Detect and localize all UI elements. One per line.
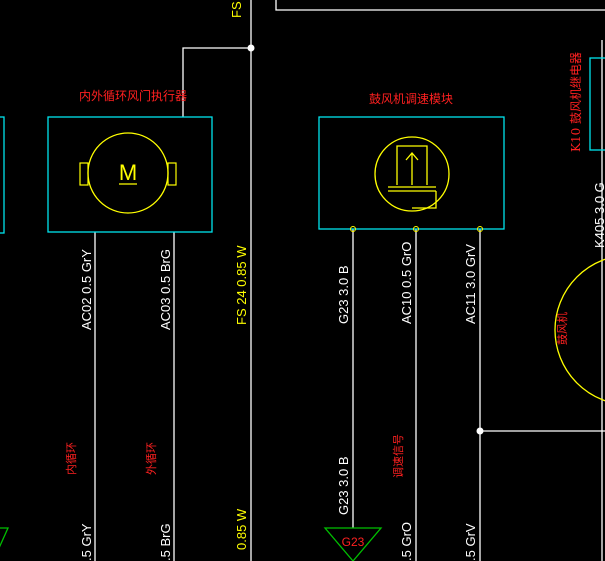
label-ac02: AC02 0.5 GrY — [79, 249, 94, 330]
transistor-icon — [388, 145, 437, 209]
label-lower-grv: .5 GrV — [463, 523, 478, 561]
label-lower-gry: .5 GrY — [79, 523, 94, 561]
junction-ac11 — [476, 427, 484, 435]
motor-tab-left — [79, 162, 89, 186]
label-fs-top: FS — [229, 1, 244, 18]
blower-speed-label: 鼓风机调速模块 — [369, 92, 453, 106]
blower-speed-box — [318, 116, 505, 230]
junction-fs — [247, 44, 255, 52]
signal-inner-circ: 内循环 — [64, 442, 78, 475]
wire-lines — [94, 0, 605, 561]
label-k405: K405 3.0 G — [592, 182, 605, 248]
label-fs24: FS 24 0.85 W — [234, 245, 249, 325]
ground-connector-g23-label: G23 — [342, 535, 365, 549]
label-ac10: AC10 0.5 GrO — [399, 242, 414, 324]
ground-connector-g23: G23 — [323, 527, 383, 561]
pin-ac10 — [413, 226, 419, 232]
label-lower-gro: .5 GrO — [399, 522, 414, 561]
label-ac11: AC11 3.0 GrV — [463, 244, 478, 324]
pin-ac11 — [477, 226, 483, 232]
label-g23: G23 3.0 B — [336, 265, 351, 324]
signal-blower: 鼓风机 — [555, 312, 569, 345]
label-ac03: AC03 0.5 BrG — [158, 249, 173, 330]
wire-labels-lower: .5 GrY .5 BrG 0.85 W G23 3.0 B .5 GrO .5… — [79, 456, 478, 561]
recirc-actuator-component: M 内外循环风门执行器 — [47, 88, 213, 233]
wire-fs-branch — [182, 47, 251, 117]
label-k10: K10 鼓风机继电器 — [569, 52, 583, 152]
partial-connector-left — [0, 527, 10, 548]
partial-component-left — [0, 116, 5, 234]
signal-outer-circ: 外循环 — [145, 442, 158, 475]
recirc-actuator-label: 内外循环风门执行器 — [79, 88, 187, 103]
label-lower-w: 0.85 W — [234, 508, 249, 550]
pin-g23 — [350, 226, 356, 232]
wire-top-frame — [275, 0, 605, 11]
signal-labels: 内循环 外循环 调速信号 鼓风机 — [64, 312, 569, 478]
motor-tab-right — [167, 162, 177, 186]
wire-labels-upper: FS AC02 0.5 GrY AC03 0.5 BrG FS 24 0.85 … — [79, 1, 605, 330]
motor-m-icon: M — [119, 160, 137, 185]
signal-speed: 调速信号 — [392, 434, 405, 478]
label-lower-brg: .5 BrG — [158, 523, 173, 561]
label-lower-g23: G23 3.0 B — [336, 456, 351, 515]
partial-component-right — [554, 57, 605, 402]
blower-speed-component: 鼓风机调速模块 — [318, 92, 505, 232]
recirc-actuator-box — [47, 116, 213, 233]
partial-blower-circle — [554, 258, 605, 402]
transistor-symbol-circle — [374, 136, 450, 212]
